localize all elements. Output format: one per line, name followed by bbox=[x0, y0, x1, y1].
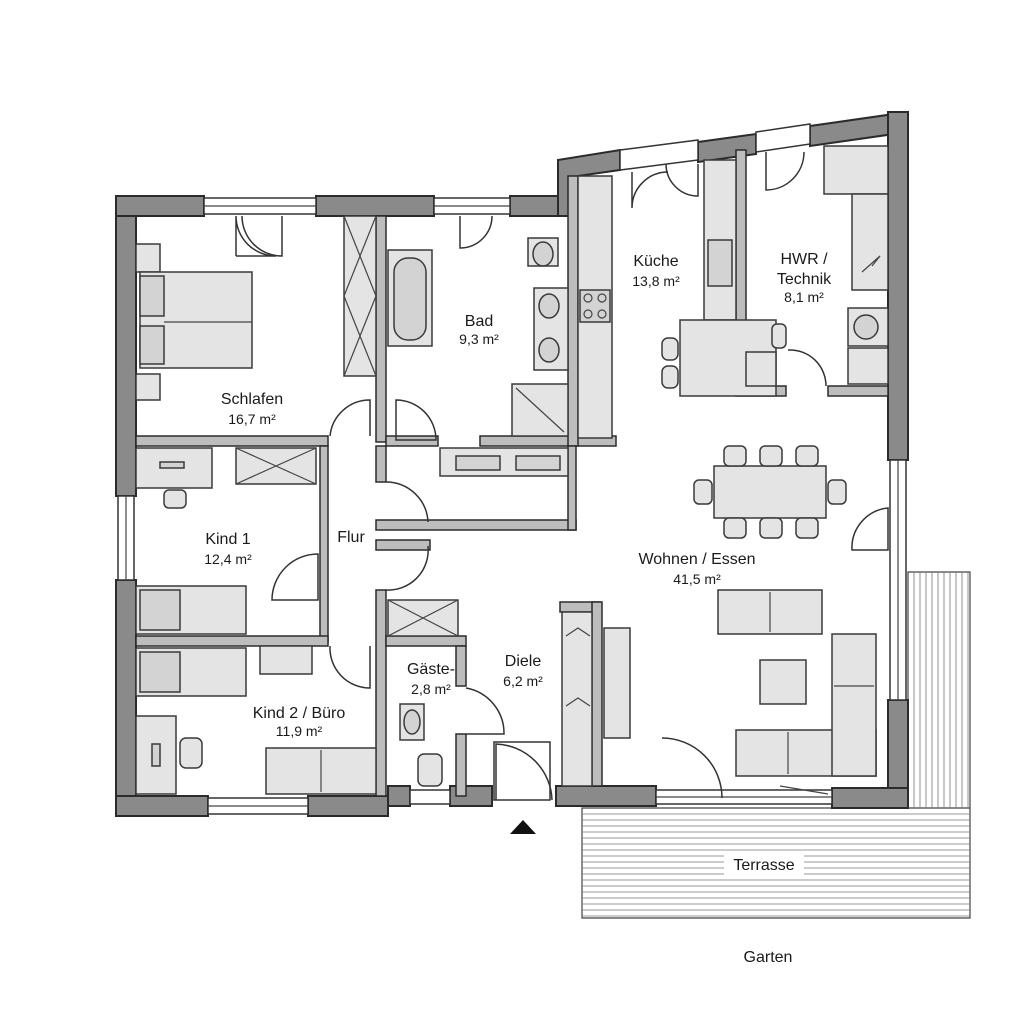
garten-label: Garten bbox=[744, 949, 793, 966]
doors bbox=[235, 151, 889, 834]
bad-area: 9,3 m² bbox=[459, 331, 499, 347]
kind2-furniture bbox=[135, 645, 377, 795]
wohnen-furniture bbox=[693, 445, 877, 795]
terrasse-label: Terrasse bbox=[733, 857, 794, 874]
diele-area: 6,2 m² bbox=[503, 673, 543, 689]
bad-name: Bad bbox=[465, 313, 493, 330]
entrance-arrow-icon bbox=[510, 820, 536, 834]
hwr-name-line2: Technik bbox=[777, 271, 832, 288]
windows bbox=[117, 123, 907, 815]
gaeste-diele-furniture bbox=[387, 599, 631, 787]
schlafen-area: 16,7 m² bbox=[228, 411, 276, 427]
schlafen-name: Schlafen bbox=[221, 391, 283, 408]
wohnen-name: Wohnen / Essen bbox=[638, 551, 755, 568]
kind1-furniture bbox=[135, 447, 317, 635]
flur-name: Flur bbox=[337, 529, 365, 546]
kind1-name: Kind 1 bbox=[205, 531, 250, 548]
terrace-decking bbox=[581, 571, 971, 919]
kind1-area: 12,4 m² bbox=[204, 551, 252, 567]
wohnen-area: 41,5 m² bbox=[673, 571, 721, 587]
schlafen-furniture bbox=[135, 215, 377, 401]
bad-furniture bbox=[387, 237, 569, 477]
diele-name: Diele bbox=[505, 653, 542, 670]
hwr-furniture bbox=[745, 145, 889, 387]
kind2-name: Kind 2 / Büro bbox=[253, 705, 346, 722]
room-labels: Schlafen 16,7 m² Bad 9,3 m² Küche 13,8 m… bbox=[204, 251, 832, 966]
kueche-furniture bbox=[577, 159, 787, 439]
hwr-name-line1: HWR / bbox=[780, 251, 828, 268]
kind2-area: 11,9 m² bbox=[276, 723, 323, 739]
kueche-area: 13,8 m² bbox=[632, 273, 680, 289]
gaeste-name: Gäste- bbox=[407, 661, 455, 678]
gaeste-area: 2,8 m² bbox=[411, 681, 451, 697]
hwr-area: 8,1 m² bbox=[784, 289, 824, 305]
kueche-name: Küche bbox=[633, 253, 678, 270]
